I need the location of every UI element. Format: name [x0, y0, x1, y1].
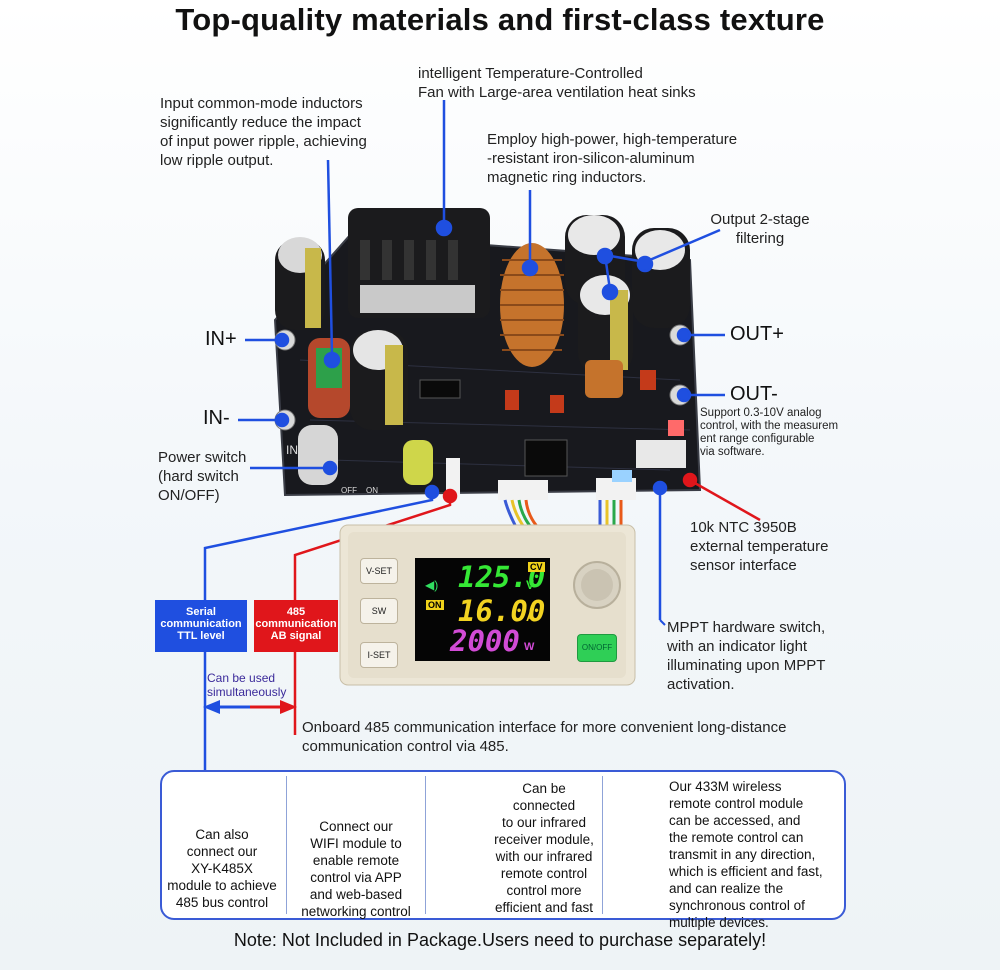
- on-off-button[interactable]: ON/OFF: [577, 634, 617, 662]
- terminal-out-minus: OUT-: [730, 383, 778, 405]
- terminal-in-plus: IN+: [205, 328, 237, 350]
- sound-icon: ◀): [425, 578, 439, 592]
- power-unit: W: [524, 641, 535, 653]
- package-note: Note: Not Included in Package.Users need…: [233, 930, 767, 950]
- callout-fan: intelligent Temperature-Controlled Fan w…: [418, 65, 696, 101]
- input-capacitor: [275, 237, 325, 330]
- callout-filter: Output 2-stage filtering: [710, 211, 810, 247]
- heat-sink: [348, 208, 490, 318]
- rotary-knob[interactable]: [578, 565, 616, 605]
- power-readout: 2000: [450, 624, 520, 658]
- page-title: Top-quality materials and first-class te…: [175, 2, 825, 37]
- badge-485-ab: 485 communication AB signal: [254, 600, 338, 652]
- badge-serial-ttl: Serial communication TTL level: [155, 600, 247, 652]
- board-mark-in: IN: [286, 443, 298, 457]
- common-mode-inductor: [308, 338, 350, 418]
- terminal-in-minus: IN-: [203, 407, 230, 429]
- module-cell-433m: Our 433M wireless remote control module …: [603, 772, 843, 930]
- board-mark-on: ON: [366, 486, 378, 495]
- module-text-485: Can also connect our XY-K485X module to …: [167, 827, 277, 910]
- voltage-unit: V: [526, 578, 535, 592]
- callout-onboard-485: Onboard 485 communication interface for …: [302, 719, 787, 755]
- cv-badge: CV: [528, 562, 545, 572]
- callout-magnetic: Employ high-power, high-temperature -res…: [487, 131, 738, 186]
- module-text-433m: Our 433M wireless remote control module …: [669, 779, 823, 930]
- callout-power-switch: Power switch (hard switch ON/OFF): [158, 449, 247, 504]
- board-mark-off: OFF: [341, 486, 357, 495]
- module-cell-infrared: Can be connected to our infrared receive…: [426, 772, 602, 918]
- on-indicator: ON: [426, 600, 444, 610]
- callout-inductor: Input common-mode inductors significantl…: [160, 95, 367, 169]
- module-cell-485: Can also connect our XY-K485X module to …: [162, 772, 286, 918]
- callout-mppt: MPPT hardware switch, with an indicator …: [667, 619, 826, 693]
- divider: [602, 776, 603, 914]
- v-set-button[interactable]: V-SET: [360, 558, 398, 584]
- callout-ntc: 10k NTC 3950B external temperature senso…: [690, 519, 829, 574]
- terminal-out-plus: OUT+: [730, 323, 784, 345]
- callout-analog: Support 0.3-10V analog control, with the…: [700, 407, 839, 458]
- i-set-button[interactable]: I-SET: [360, 642, 398, 668]
- module-text-infrared: Can be connected to our infrared receive…: [494, 781, 594, 915]
- current-unit: A: [526, 610, 535, 624]
- filter-capacitor: [350, 330, 408, 430]
- module-text-wifi: Connect our WIFI module to enable remote…: [301, 819, 411, 919]
- sw-button[interactable]: SW: [360, 598, 398, 624]
- divider: [286, 776, 287, 914]
- display-module: [339, 524, 636, 686]
- module-cell-wifi: Connect our WIFI module to enable remote…: [287, 772, 425, 919]
- divider: [425, 776, 426, 914]
- current-readout: 16.00: [458, 594, 546, 628]
- simultaneous-label: Can be used simultaneously: [207, 671, 287, 699]
- accessory-modules-panel: Can also connect our XY-K485X module to …: [160, 770, 846, 930]
